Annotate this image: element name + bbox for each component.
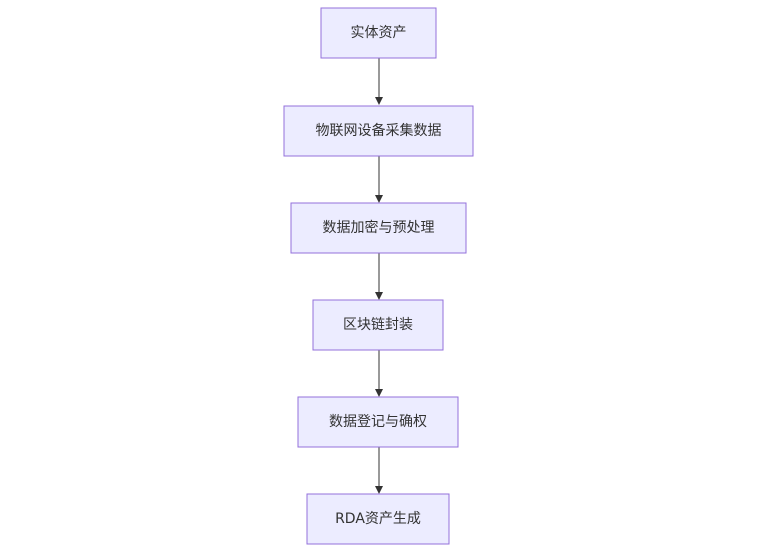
node-label-encryption: 数据加密与预处理 bbox=[323, 219, 435, 236]
edge-iot-to-encryption bbox=[375, 156, 383, 203]
edge-registration-to-rda bbox=[375, 447, 383, 494]
node-label-physical-asset: 实体资产 bbox=[351, 25, 407, 41]
node-rda-generation[interactable]: RDA资产生成 bbox=[306, 493, 450, 545]
node-encryption[interactable]: 数据加密与预处理 bbox=[290, 202, 467, 254]
node-label-registration: 数据登记与确权 bbox=[329, 414, 427, 430]
node-blockchain[interactable]: 区块链封装 bbox=[312, 299, 444, 351]
edge-blockchain-to-registration bbox=[375, 350, 383, 397]
edge-encryption-to-blockchain bbox=[375, 253, 383, 300]
node-label-iot-collection: 物联网设备采集数据 bbox=[316, 122, 442, 139]
node-label-rda-generation: RDA资产生成 bbox=[335, 511, 421, 527]
node-iot-collection[interactable]: 物联网设备采集数据 bbox=[283, 105, 474, 157]
edge-physical-to-iot bbox=[375, 58, 383, 105]
node-registration[interactable]: 数据登记与确权 bbox=[297, 396, 459, 448]
node-label-blockchain: 区块链封装 bbox=[343, 317, 413, 333]
node-physical-asset[interactable]: 实体资产 bbox=[320, 7, 437, 59]
